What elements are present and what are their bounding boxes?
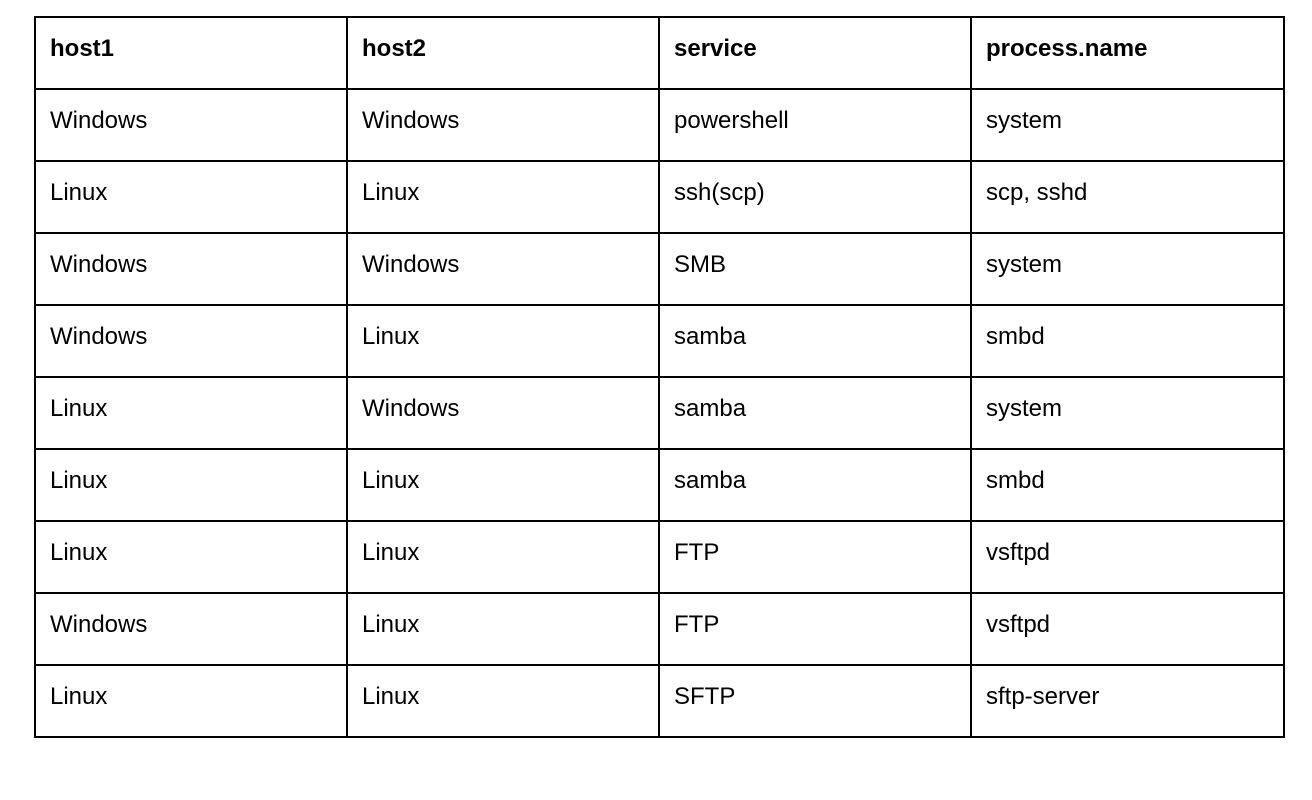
host2-cell: Windows xyxy=(346,376,660,450)
service-cell: FTP xyxy=(658,520,972,594)
host2-cell: Linux xyxy=(346,664,660,738)
host1-cell: Windows xyxy=(34,304,348,378)
process-name-cell: vsftpd xyxy=(970,520,1285,594)
host2-cell: Linux xyxy=(346,592,660,666)
process-name-cell: smbd xyxy=(970,304,1285,378)
host1-cell: Windows xyxy=(34,592,348,666)
table-header-row: host1 host2 service process.name xyxy=(34,16,1285,90)
service-cell: samba xyxy=(658,304,972,378)
process-name-cell: smbd xyxy=(970,448,1285,522)
header-process-name: process.name xyxy=(970,16,1285,90)
service-cell: samba xyxy=(658,448,972,522)
data-table: host1 host2 service process.name Windows… xyxy=(34,16,1285,738)
service-cell: powershell xyxy=(658,88,972,162)
host2-cell: Linux xyxy=(346,160,660,234)
host2-cell: Windows xyxy=(346,88,660,162)
host1-cell: Linux xyxy=(34,160,348,234)
service-cell: ssh(scp) xyxy=(658,160,972,234)
host1-cell: Linux xyxy=(34,664,348,738)
service-cell: samba xyxy=(658,376,972,450)
service-cell: SMB xyxy=(658,232,972,306)
document-table-container: host1 host2 service process.name Windows… xyxy=(34,16,1285,738)
process-name-cell: vsftpd xyxy=(970,592,1285,666)
host2-cell: Linux xyxy=(346,448,660,522)
host2-cell: Windows xyxy=(346,232,660,306)
service-cell: SFTP xyxy=(658,664,972,738)
host1-cell: Windows xyxy=(34,232,348,306)
host1-cell: Linux xyxy=(34,376,348,450)
process-name-cell: system xyxy=(970,376,1285,450)
process-name-cell: sftp-server xyxy=(970,664,1285,738)
host1-cell: Linux xyxy=(34,448,348,522)
host1-cell: Windows xyxy=(34,88,348,162)
process-name-cell: scp, sshd xyxy=(970,160,1285,234)
header-host2: host2 xyxy=(346,16,660,90)
header-host1: host1 xyxy=(34,16,348,90)
process-name-cell: system xyxy=(970,88,1285,162)
header-service: service xyxy=(658,16,972,90)
host2-cell: Linux xyxy=(346,304,660,378)
host1-cell: Linux xyxy=(34,520,348,594)
service-cell: FTP xyxy=(658,592,972,666)
host2-cell: Linux xyxy=(346,520,660,594)
process-name-cell: system xyxy=(970,232,1285,306)
